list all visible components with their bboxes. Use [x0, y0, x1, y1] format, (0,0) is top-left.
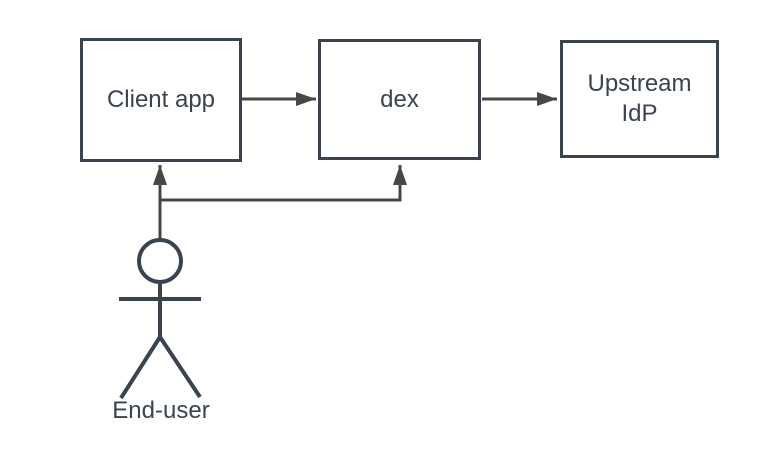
node-dex: dex — [318, 39, 481, 160]
actor-legs-icon — [119, 335, 202, 400]
node-client-app: Client app — [80, 38, 242, 162]
actor-end-user-label: End-user — [112, 397, 210, 424]
node-upstream-idp-label-line1: Upstream — [587, 70, 692, 97]
actor-end-user-figure — [119, 238, 202, 400]
node-upstream-idp-label-line2: IdP — [621, 100, 658, 127]
actor-head-icon — [137, 238, 183, 284]
node-dex-label: dex — [380, 85, 419, 113]
node-client-app-label: Client app — [106, 86, 216, 113]
node-upstream-idp: Upstream IdP — [560, 40, 719, 158]
edge-end-user-to-dex — [160, 165, 407, 202]
